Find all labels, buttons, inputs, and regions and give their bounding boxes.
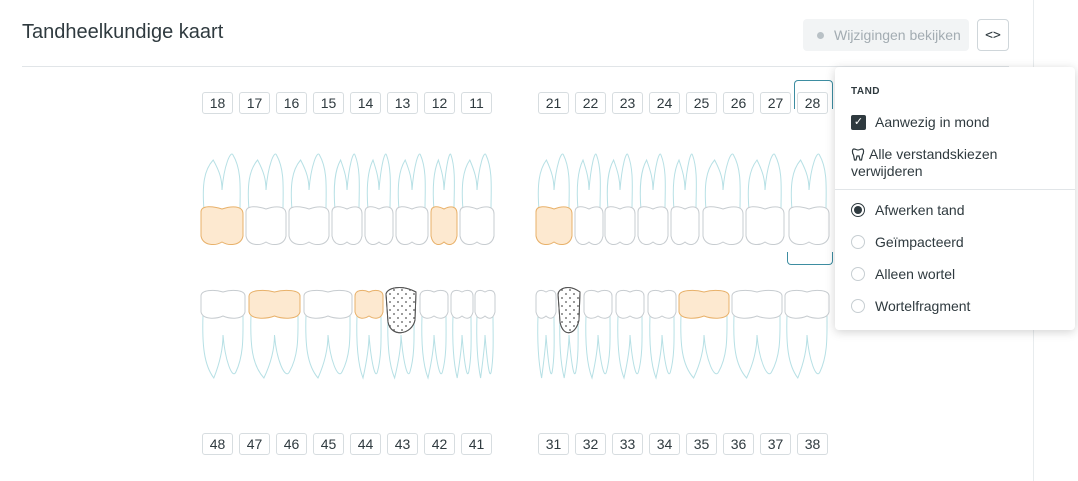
tooth-number-42[interactable]: 42 <box>424 433 455 455</box>
tooth-number-14[interactable]: 14 <box>350 92 381 114</box>
tooth-number-44[interactable]: 44 <box>350 433 381 455</box>
upper-tooth[interactable] <box>200 153 244 245</box>
tooth-number-45[interactable]: 45 <box>313 433 344 455</box>
tooth-number-22[interactable]: 22 <box>575 92 606 114</box>
upper-tooth[interactable] <box>430 153 458 245</box>
tooth-number-32[interactable]: 32 <box>575 433 606 455</box>
upper-tooth[interactable] <box>245 153 287 245</box>
tooth-number-38[interactable]: 38 <box>797 433 828 455</box>
radio-icon <box>851 235 865 249</box>
tooth-number-47[interactable]: 47 <box>239 433 270 455</box>
tooth-number-26[interactable]: 26 <box>723 92 754 114</box>
lower-tooth[interactable] <box>784 289 830 380</box>
code-view-button[interactable]: <> <box>977 19 1009 51</box>
remove-wisdom-teeth-label: Alle verstandskiezen verwijderen <box>851 146 998 179</box>
upper-tooth[interactable] <box>459 153 495 245</box>
popup-divider <box>835 189 1075 190</box>
lower-tooth[interactable] <box>731 289 783 379</box>
tooth-number-28[interactable]: 28 <box>797 92 828 114</box>
upper-tooth[interactable] <box>604 153 636 245</box>
upper-tooth[interactable] <box>395 153 429 245</box>
remove-wisdom-teeth-button[interactable]: Alle verstandskiezen verwijderen <box>851 147 1061 179</box>
lower-tooth[interactable] <box>678 289 730 379</box>
tooth-number-17[interactable]: 17 <box>239 92 270 114</box>
lower-tooth[interactable] <box>354 289 384 380</box>
tooth-number-11[interactable]: 11 <box>461 92 492 114</box>
radio-icon <box>851 299 865 313</box>
upper-tooth[interactable] <box>637 153 669 245</box>
present-in-mouth-label: Aanwezig in mond <box>875 114 990 130</box>
lower-tooth[interactable] <box>615 289 645 380</box>
tooth-number-25[interactable]: 25 <box>686 92 717 114</box>
upper-tooth[interactable] <box>535 153 573 245</box>
selected-tooth-highlight <box>794 80 833 109</box>
tooth-number-21[interactable]: 21 <box>538 92 569 114</box>
lower-tooth[interactable] <box>303 289 353 379</box>
tooth-number-16[interactable]: 16 <box>276 92 307 114</box>
tooth-number-46[interactable]: 46 <box>276 433 307 455</box>
tooth-number-23[interactable]: 23 <box>612 92 643 114</box>
tooth-number-35[interactable]: 35 <box>686 433 717 455</box>
lower-tooth[interactable] <box>557 287 581 379</box>
tooth-number-18[interactable]: 18 <box>202 92 233 114</box>
present-in-mouth-checkbox[interactable]: ✓ Aanwezig in mond <box>851 114 989 130</box>
tooth-number-27[interactable]: 27 <box>760 92 791 114</box>
tooth-number-13[interactable]: 13 <box>387 92 418 114</box>
upper-tooth[interactable] <box>788 153 830 245</box>
tooth-options-popup: TAND ✓ Aanwezig in mond Alle verstandski… <box>835 67 1075 330</box>
tooth-number-34[interactable]: 34 <box>649 433 680 455</box>
option-alleen-wortel[interactable]: Alleen wortel <box>851 266 955 282</box>
option-afwerken-tand[interactable]: Afwerken tand <box>851 202 965 218</box>
tooth-number-24[interactable]: 24 <box>649 92 680 114</box>
tooth-icon <box>851 147 865 164</box>
tooth-number-36[interactable]: 36 <box>723 433 754 455</box>
option-label: Afwerken tand <box>875 202 965 218</box>
option-geimpacteerd[interactable]: Geïmpacteerd <box>851 234 964 250</box>
option-label: Geïmpacteerd <box>875 234 964 250</box>
lower-tooth[interactable] <box>647 289 677 380</box>
option-label: Alleen wortel <box>875 266 956 282</box>
code-icon: <> <box>985 27 1001 43</box>
lower-tooth[interactable] <box>535 289 557 379</box>
lower-teeth[interactable] <box>200 287 830 380</box>
review-changes-button[interactable]: Wijzigingen bekijken <box>803 19 969 51</box>
page-title: Tandheelkundige kaart <box>22 21 224 43</box>
tooth-number-33[interactable]: 33 <box>612 433 643 455</box>
popup-section-label: TAND <box>851 86 881 97</box>
upper-teeth[interactable] <box>200 153 830 245</box>
lower-tooth[interactable] <box>474 289 496 379</box>
upper-tooth[interactable] <box>702 153 744 245</box>
checkmark-icon: ✓ <box>851 114 866 130</box>
tooth-number-31[interactable]: 31 <box>538 433 569 455</box>
review-changes-label: Wijzigingen bekijken <box>834 27 961 43</box>
lower-tooth[interactable] <box>583 289 613 380</box>
tooth-number-15[interactable]: 15 <box>313 92 344 114</box>
lower-tooth[interactable] <box>385 287 417 380</box>
lower-tooth[interactable] <box>200 289 246 380</box>
lower-tooth[interactable] <box>450 289 474 379</box>
status-dot-icon <box>817 31 824 39</box>
tooth-number-37[interactable]: 37 <box>760 433 791 455</box>
option-wortelfragment[interactable]: Wortelfragment <box>851 298 970 314</box>
tooth-number-41[interactable]: 41 <box>461 433 492 455</box>
tooth-number-43[interactable]: 43 <box>387 433 418 455</box>
upper-tooth[interactable] <box>364 153 394 245</box>
upper-tooth[interactable] <box>288 153 330 245</box>
tooth-number-48[interactable]: 48 <box>202 433 233 455</box>
radio-selected-icon <box>851 203 865 217</box>
upper-tooth[interactable] <box>574 153 604 245</box>
radio-icon <box>851 267 865 281</box>
lower-tooth[interactable] <box>248 289 301 379</box>
upper-tooth[interactable] <box>670 153 700 245</box>
lower-tooth[interactable] <box>419 289 449 380</box>
header-divider <box>22 66 1009 67</box>
upper-tooth[interactable] <box>745 153 785 245</box>
selected-tooth-highlight-bottom <box>787 252 833 265</box>
option-label: Wortelfragment <box>875 298 971 314</box>
upper-tooth[interactable] <box>331 153 363 245</box>
tooth-number-12[interactable]: 12 <box>424 92 455 114</box>
